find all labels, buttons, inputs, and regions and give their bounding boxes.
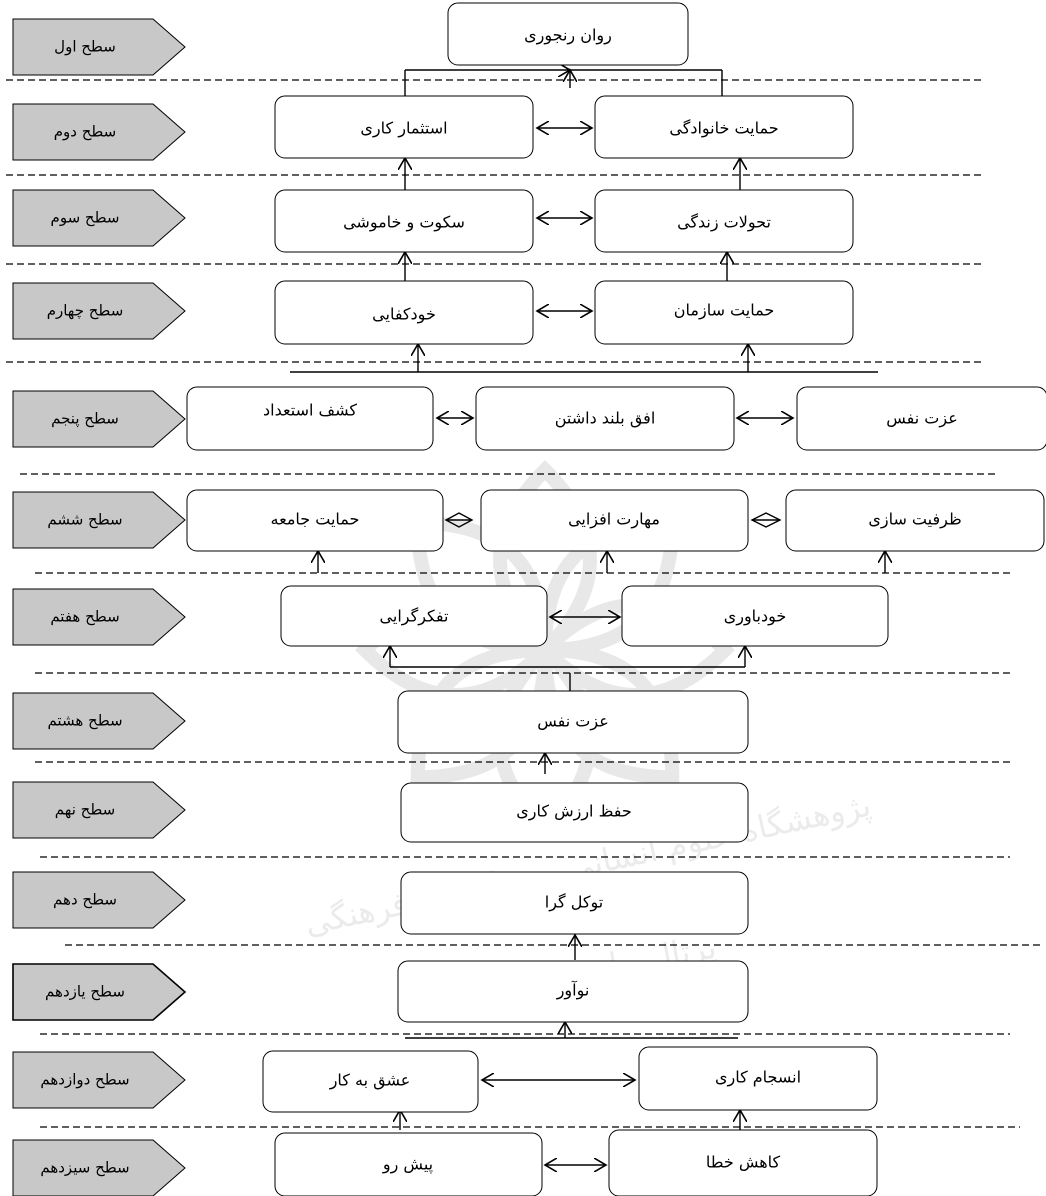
node-label: انسجام کاری: [715, 1068, 801, 1088]
level-label-text: سطح چهارم: [47, 302, 124, 320]
level-label-text: سطح پنجم: [51, 410, 119, 429]
level-label: سطح هفتم: [12, 588, 186, 646]
node-label: روان رنجوری: [524, 26, 612, 46]
node-label: تحولات زندگی: [677, 213, 771, 233]
level-label-text: سطح اول: [54, 38, 116, 56]
node-label: ظرفیت سازی: [868, 510, 961, 530]
level-label-text: سطح دوازدهم: [40, 1071, 129, 1089]
level-label: سطح پنجم: [12, 390, 186, 448]
node-label: حمایت سازمان: [674, 301, 774, 321]
node-label: نوآور: [556, 981, 590, 1001]
node-label: خودکفایی: [372, 305, 436, 325]
node-label: استثمار کاری: [360, 119, 447, 139]
level-label: سطح دهم: [12, 871, 186, 929]
level-label: سطح اول: [12, 18, 186, 76]
vertical-arrows: [318, 70, 885, 1130]
horizontal-arrows: [437, 128, 793, 1165]
node-label: حفظ ارزش کاری: [516, 802, 632, 822]
level-label-text: سطح سیزدهم: [40, 1159, 129, 1177]
connectors: [290, 69, 878, 1039]
node-label: تفکرگرایی: [380, 607, 449, 627]
level-label: سطح ششم: [12, 491, 186, 549]
node-labels: روان رنجوری استثمار کاری حمایت خانوادگی …: [263, 26, 962, 1175]
level-label: سطح هشتم: [12, 692, 186, 750]
node-label: عشق به کار: [329, 1071, 411, 1091]
level-label-text: سطح دهم: [53, 891, 117, 909]
level-label-text: سطح دوم: [54, 123, 117, 141]
node-label: مهارت افزایی: [568, 510, 660, 530]
level-label-text: سطح هشتم: [47, 712, 122, 730]
node-label: حمایت خانوادگی: [669, 119, 778, 139]
level-separators: [6, 79, 1040, 1128]
level-label-text: سطح ششم: [47, 511, 122, 529]
level-label: سطح دوازدهم: [12, 1051, 186, 1109]
level-label-text: سطح نهم: [55, 801, 115, 819]
node-boxes: [186, 2, 1046, 1196]
level-label-text: سطح یازدهم: [45, 983, 125, 1001]
level-label: سطح دوم: [12, 103, 186, 161]
node-label: پیش رو: [382, 1155, 433, 1175]
node-label: عزت نفس: [537, 712, 608, 732]
diamond-connectors: [444, 512, 782, 528]
level-label: سطح نهم: [12, 781, 186, 839]
node-label: سکوت و خاموشی: [343, 213, 465, 233]
level-label-text: سطح هفتم: [50, 608, 119, 626]
level-label: سطح سوم: [12, 189, 186, 247]
node-label: افق بلند داشتن: [555, 409, 656, 429]
level-labels: سطح اول سطح دوم سطح سوم سطح چهارم سطح پن…: [12, 18, 187, 1196]
node-label: کشف استعداد: [263, 401, 357, 420]
node-label: حمایت جامعه: [271, 510, 360, 529]
level-label: سطح سیزدهم: [12, 1139, 186, 1196]
level-label: سطح چهارم: [12, 282, 186, 340]
level-label-text: سطح سوم: [51, 209, 120, 227]
node-label: خودباوری: [724, 607, 787, 627]
level-label: سطح یازدهم: [12, 963, 187, 1021]
node-label: عزت نفس: [886, 409, 957, 429]
node-label: توکل گرا: [545, 893, 603, 913]
node-label: کاهش خطا: [706, 1153, 781, 1173]
